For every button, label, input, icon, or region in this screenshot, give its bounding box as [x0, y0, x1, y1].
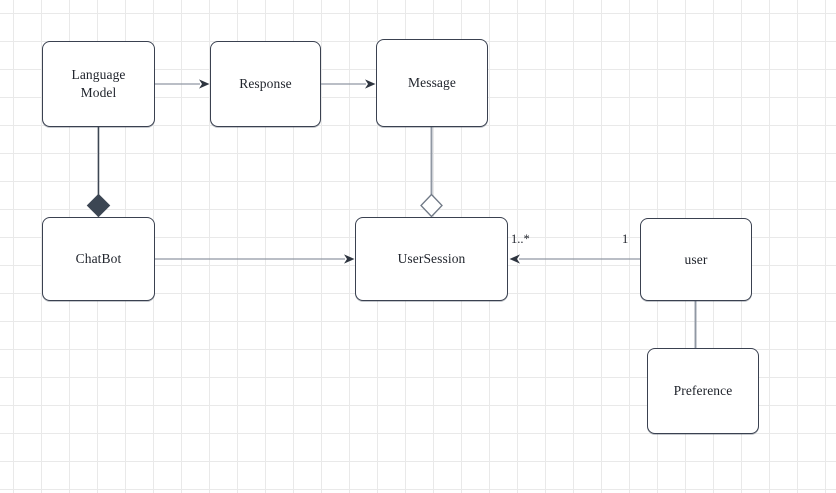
- node-message-label: Message: [408, 75, 456, 91]
- node-chatbot[interactable]: ChatBot: [42, 217, 155, 301]
- node-usersession[interactable]: UserSession: [355, 217, 508, 301]
- node-usersession-label: UserSession: [397, 251, 466, 267]
- edge-label-multiplicity-one: 1: [622, 232, 629, 246]
- node-response-label: Response: [239, 76, 292, 92]
- edge-response-to-message: [321, 79, 376, 89]
- edge-chatbot-to-usersession: [155, 254, 355, 264]
- edge-language-model-to-response: [155, 79, 210, 89]
- node-response[interactable]: Response: [210, 41, 321, 127]
- node-message[interactable]: Message: [376, 39, 488, 127]
- node-language-model-label: Language Model: [71, 67, 126, 100]
- edge-message-to-usersession-aggregation: [420, 127, 443, 218]
- node-preference[interactable]: Preference: [647, 348, 759, 434]
- node-user-label: user: [684, 251, 708, 267]
- node-language-model[interactable]: Language Model: [42, 41, 155, 127]
- edge-label-multiplicity-many: 1..*: [511, 232, 530, 246]
- edge-user-to-usersession: [509, 254, 640, 264]
- node-user[interactable]: user: [640, 218, 752, 301]
- edge-language-model-to-chatbot-composition: [86, 127, 111, 218]
- node-chatbot-label: ChatBot: [75, 251, 122, 267]
- node-preference-label: Preference: [673, 383, 733, 399]
